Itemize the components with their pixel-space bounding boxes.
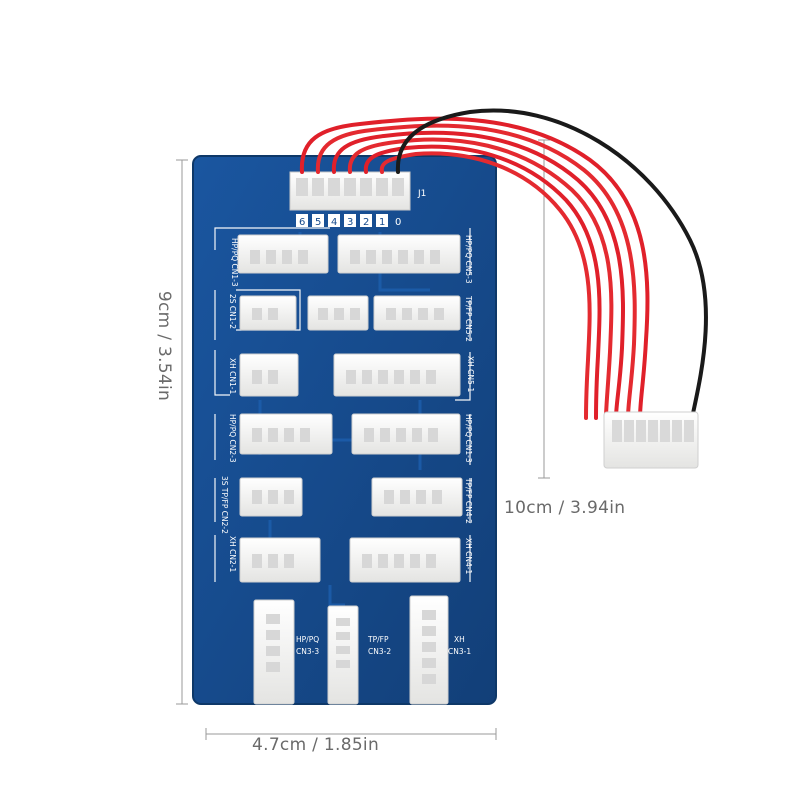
- label-cn3-3-type: HP/PQ: [296, 635, 319, 644]
- pin-number-box: [344, 214, 356, 227]
- height-dimension-label: 9cm / 3.54in: [154, 290, 174, 402]
- label-cn5-3: HP/PQ CN5-3: [464, 235, 473, 284]
- pin-number-box: [312, 214, 324, 227]
- label-cn3-2-id: CN3-2: [368, 647, 391, 656]
- pin-number-label: 4: [331, 217, 337, 228]
- label-cn2-3: HP/PQ CN2-3: [228, 414, 237, 463]
- pin-number-label: 3: [347, 217, 353, 228]
- j1-label: J1: [417, 189, 426, 199]
- wire-harness: [299, 108, 708, 420]
- length-dimension-label: 10cm / 3.94in: [504, 498, 626, 518]
- pin-number-label: 1: [379, 217, 385, 228]
- label-cn2-2: 3S TP/FP CN2-2: [220, 476, 229, 534]
- label-cn3-3-id: CN3-3: [296, 647, 319, 656]
- label-cn1-1: XH CN1-1: [228, 358, 237, 394]
- label-cn2-1: XH CN2-1: [228, 536, 237, 572]
- pin-number-label: 0: [395, 217, 401, 228]
- connector-pin-slots: [250, 250, 444, 684]
- label-cn1-3-right: HP/PQ CN1-3: [464, 414, 473, 463]
- pin-number-label: 6: [299, 217, 305, 228]
- label-cn1-2: 2S CN1-2: [228, 294, 237, 329]
- label-cn1-3-left: HP/PQ CN1-3: [230, 238, 239, 287]
- label-cn3-1-type: XH: [454, 635, 465, 644]
- label-cn3-1-id: CN3-1: [448, 647, 471, 656]
- label-cn4-1: XH CN4-1: [464, 538, 473, 574]
- dimension-lines: [176, 139, 550, 740]
- pin-number-box: [296, 214, 308, 227]
- end-plug-connector: [603, 411, 699, 469]
- pin-number-label: 5: [315, 217, 321, 228]
- label-cn5-2: TP/FP CN5-2: [464, 295, 473, 342]
- silkscreen-labels: HP/PQ CN1-3 HP/PQ CN5-3 2S CN1-2 TP/FP C…: [220, 235, 475, 656]
- label-cn4-2: TP/FP CN4-2: [464, 477, 473, 524]
- label-cn3-2-type: TP/FP: [367, 635, 389, 644]
- pin-number-box: [376, 214, 388, 227]
- label-cn5-1: XH CN5-1: [466, 356, 475, 392]
- pin-number-box: [360, 214, 372, 227]
- width-dimension-label: 4.7cm / 1.85in: [252, 735, 380, 755]
- pin-number-box: [328, 214, 340, 227]
- j1-header: [289, 171, 411, 211]
- pin-number-label: 2: [363, 217, 369, 228]
